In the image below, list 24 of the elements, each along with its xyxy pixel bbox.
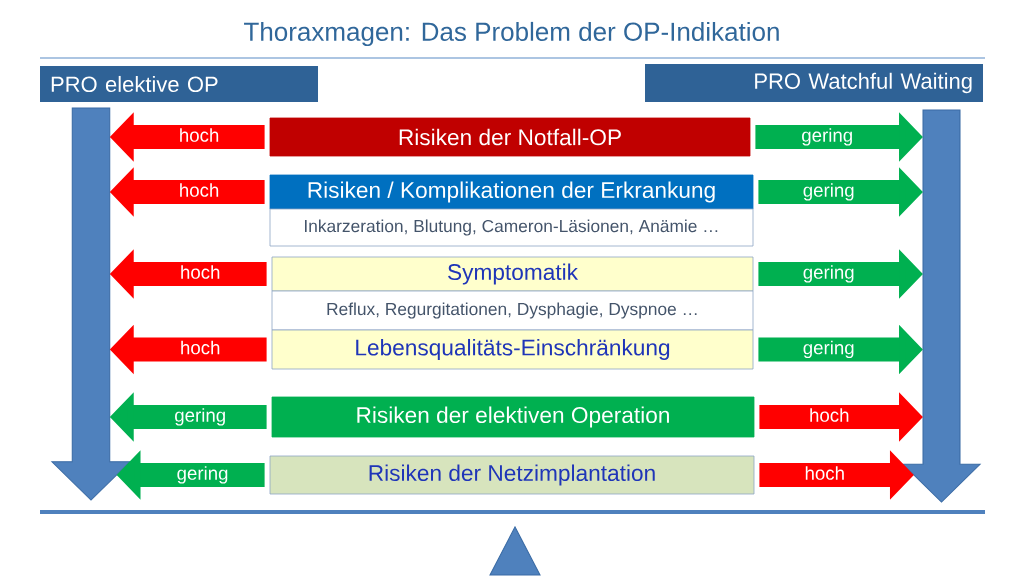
category-box: Risiken der Netzimplantation (269, 455, 755, 495)
category-box: Risiken / Komplikationen der Erkrankung (269, 174, 754, 210)
edge-label: gering (172, 407, 228, 427)
heading-bar: PRO elektive OP (40, 66, 318, 102)
edge-label: hoch (807, 407, 851, 427)
title: Thoraxmagen: Das Problem der OP-Indikation (244, 21, 779, 47)
heading-bar: PRO Watchful Waiting (645, 64, 983, 102)
down-arrow (901, 109, 982, 503)
edge-label: hoch (177, 127, 221, 147)
edge-label: gering (801, 264, 856, 284)
category-box: Risiken der elektiven Operation (271, 396, 755, 438)
edge-label: hoch (803, 465, 847, 485)
detail-box: Inkarzeration, Blutung, Cameron-Läsionen, Anämie … (269, 208, 754, 247)
detail-box: Reflux, Regurgitationen, Dysphagie, Dyspnoe … (271, 290, 754, 331)
edge-label: hoch (178, 264, 222, 284)
category-box: Lebensqualitäts-Einschränkung (271, 329, 754, 370)
category-box: Risiken der Notfall-OP (269, 117, 751, 157)
edge-label: gering (801, 339, 856, 360)
category-box: Symptomatik (271, 256, 754, 292)
edge-label: gering (175, 465, 230, 485)
down-arrow (50, 107, 132, 501)
edge-label: hoch (177, 182, 221, 202)
edge-label: gering (801, 182, 856, 202)
edge-label: gering (799, 127, 855, 147)
